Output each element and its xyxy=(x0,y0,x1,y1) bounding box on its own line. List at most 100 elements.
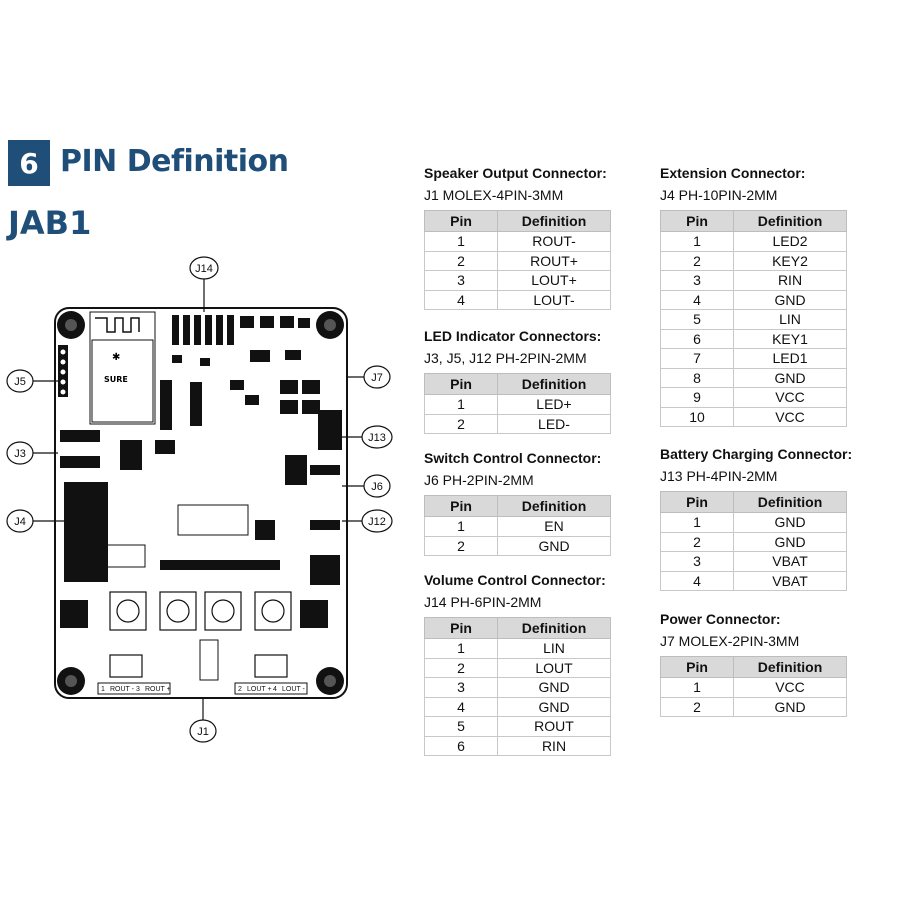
definition-cell: LOUT- xyxy=(497,289,611,310)
definition-cell: KEY2 xyxy=(733,250,847,271)
definition-cell: LED- xyxy=(497,413,611,434)
header-pin: Pin xyxy=(660,491,734,513)
volume-control-block: Volume Control Connector: J14 PH-6PIN-2M… xyxy=(424,572,611,756)
mounting-holes xyxy=(57,311,344,695)
definition-cell: LIN xyxy=(497,638,611,659)
definition-cell: GND xyxy=(497,535,611,556)
speaker-output-block: Speaker Output Connector: J1 MOLEX-4PIN-… xyxy=(424,165,611,310)
definition-cell: GND xyxy=(733,531,847,552)
pin-cell: 2 xyxy=(424,250,498,271)
battery-charging-block: Battery Charging Connector: J13 PH-4PIN-… xyxy=(660,446,852,591)
header-definition: Definition xyxy=(497,210,611,232)
definition-cell: VBAT xyxy=(733,570,847,591)
definition-cell: LOUT+ xyxy=(497,270,611,291)
connector-subtitle: J7 MOLEX-2PIN-3MM xyxy=(660,633,800,649)
pcb-pin-label: ROUT + xyxy=(145,686,171,693)
connector-title: Battery Charging Connector: xyxy=(660,446,853,462)
pin-cell: 7 xyxy=(660,348,734,369)
pin-cell: 8 xyxy=(660,367,734,388)
pcb-pin-label: LOUT - xyxy=(282,686,305,693)
pcb-diagram: ✱ SURE xyxy=(6,256,393,743)
pin-cell: 3 xyxy=(660,551,734,572)
definition-cell: ROUT- xyxy=(497,231,611,252)
definition-cell: LED2 xyxy=(733,231,847,252)
definition-cell: LED+ xyxy=(497,394,611,415)
pcb-pin-label: ROUT - xyxy=(110,686,135,693)
callout-j6: J6 xyxy=(371,481,383,493)
pin-cell: 2 xyxy=(424,413,498,434)
pin-cell: 4 xyxy=(424,289,498,310)
definition-cell: LOUT xyxy=(497,657,611,678)
definition-cell: RIN xyxy=(733,270,847,291)
definition-cell: VCC xyxy=(733,677,847,698)
header-pin: Pin xyxy=(424,617,498,639)
header-pin: Pin xyxy=(424,495,498,517)
callout-j7: J7 xyxy=(371,372,383,384)
pin-cell: 4 xyxy=(660,289,734,310)
definition-cell: VBAT xyxy=(733,551,847,572)
header-definition: Definition xyxy=(497,373,611,395)
pcb-pin-label: 1 xyxy=(101,686,105,693)
connector-subtitle: J4 PH-10PIN-2MM xyxy=(660,187,778,203)
pin-cell: 2 xyxy=(424,657,498,678)
pcb-pin-label: 4 xyxy=(273,686,277,693)
definition-cell: RIN xyxy=(497,735,611,756)
pin-cell: 1 xyxy=(424,638,498,659)
callout-j5: J5 xyxy=(14,376,26,388)
pcb-pin-label: 3 xyxy=(136,686,140,693)
pin-cell: 2 xyxy=(424,535,498,556)
connector-subtitle: J6 PH-2PIN-2MM xyxy=(424,472,534,488)
pin-cell: 2 xyxy=(660,531,734,552)
definition-cell: LIN xyxy=(733,309,847,330)
connector-subtitle: J3, J5, J12 PH-2PIN-2MM xyxy=(424,350,587,366)
section-title: PIN Definition xyxy=(60,144,289,179)
pin-cell: 2 xyxy=(660,250,734,271)
pin-cell: 3 xyxy=(424,270,498,291)
definition-cell: GND xyxy=(733,696,847,717)
pin-cell: 4 xyxy=(660,570,734,591)
header-definition: Definition xyxy=(497,495,611,517)
definition-cell: GND xyxy=(733,367,847,388)
callout-j4: J4 xyxy=(14,516,26,528)
definition-cell: GND xyxy=(497,677,611,698)
pin-cell: 1 xyxy=(660,512,734,533)
connector-title: Switch Control Connector: xyxy=(424,450,602,466)
definition-cell: LED1 xyxy=(733,348,847,369)
callout-j14: J14 xyxy=(195,263,213,275)
pin-cell: 1 xyxy=(424,394,498,415)
pin-cell: 9 xyxy=(660,387,734,408)
led-indicator-block: LED Indicator Connectors: J3, J5, J12 PH… xyxy=(424,328,611,434)
connector-title: LED Indicator Connectors: xyxy=(424,328,602,344)
connector-subtitle: J13 PH-4PIN-2MM xyxy=(660,468,778,484)
definition-cell: VCC xyxy=(733,406,847,427)
pin-cell: 3 xyxy=(424,677,498,698)
extension-block: Extension Connector: J4 PH-10PIN-2MM Pin… xyxy=(660,165,847,427)
definition-cell: KEY1 xyxy=(733,328,847,349)
definition-cell: ROUT xyxy=(497,716,611,737)
svg-text:✱: ✱ xyxy=(112,352,120,363)
